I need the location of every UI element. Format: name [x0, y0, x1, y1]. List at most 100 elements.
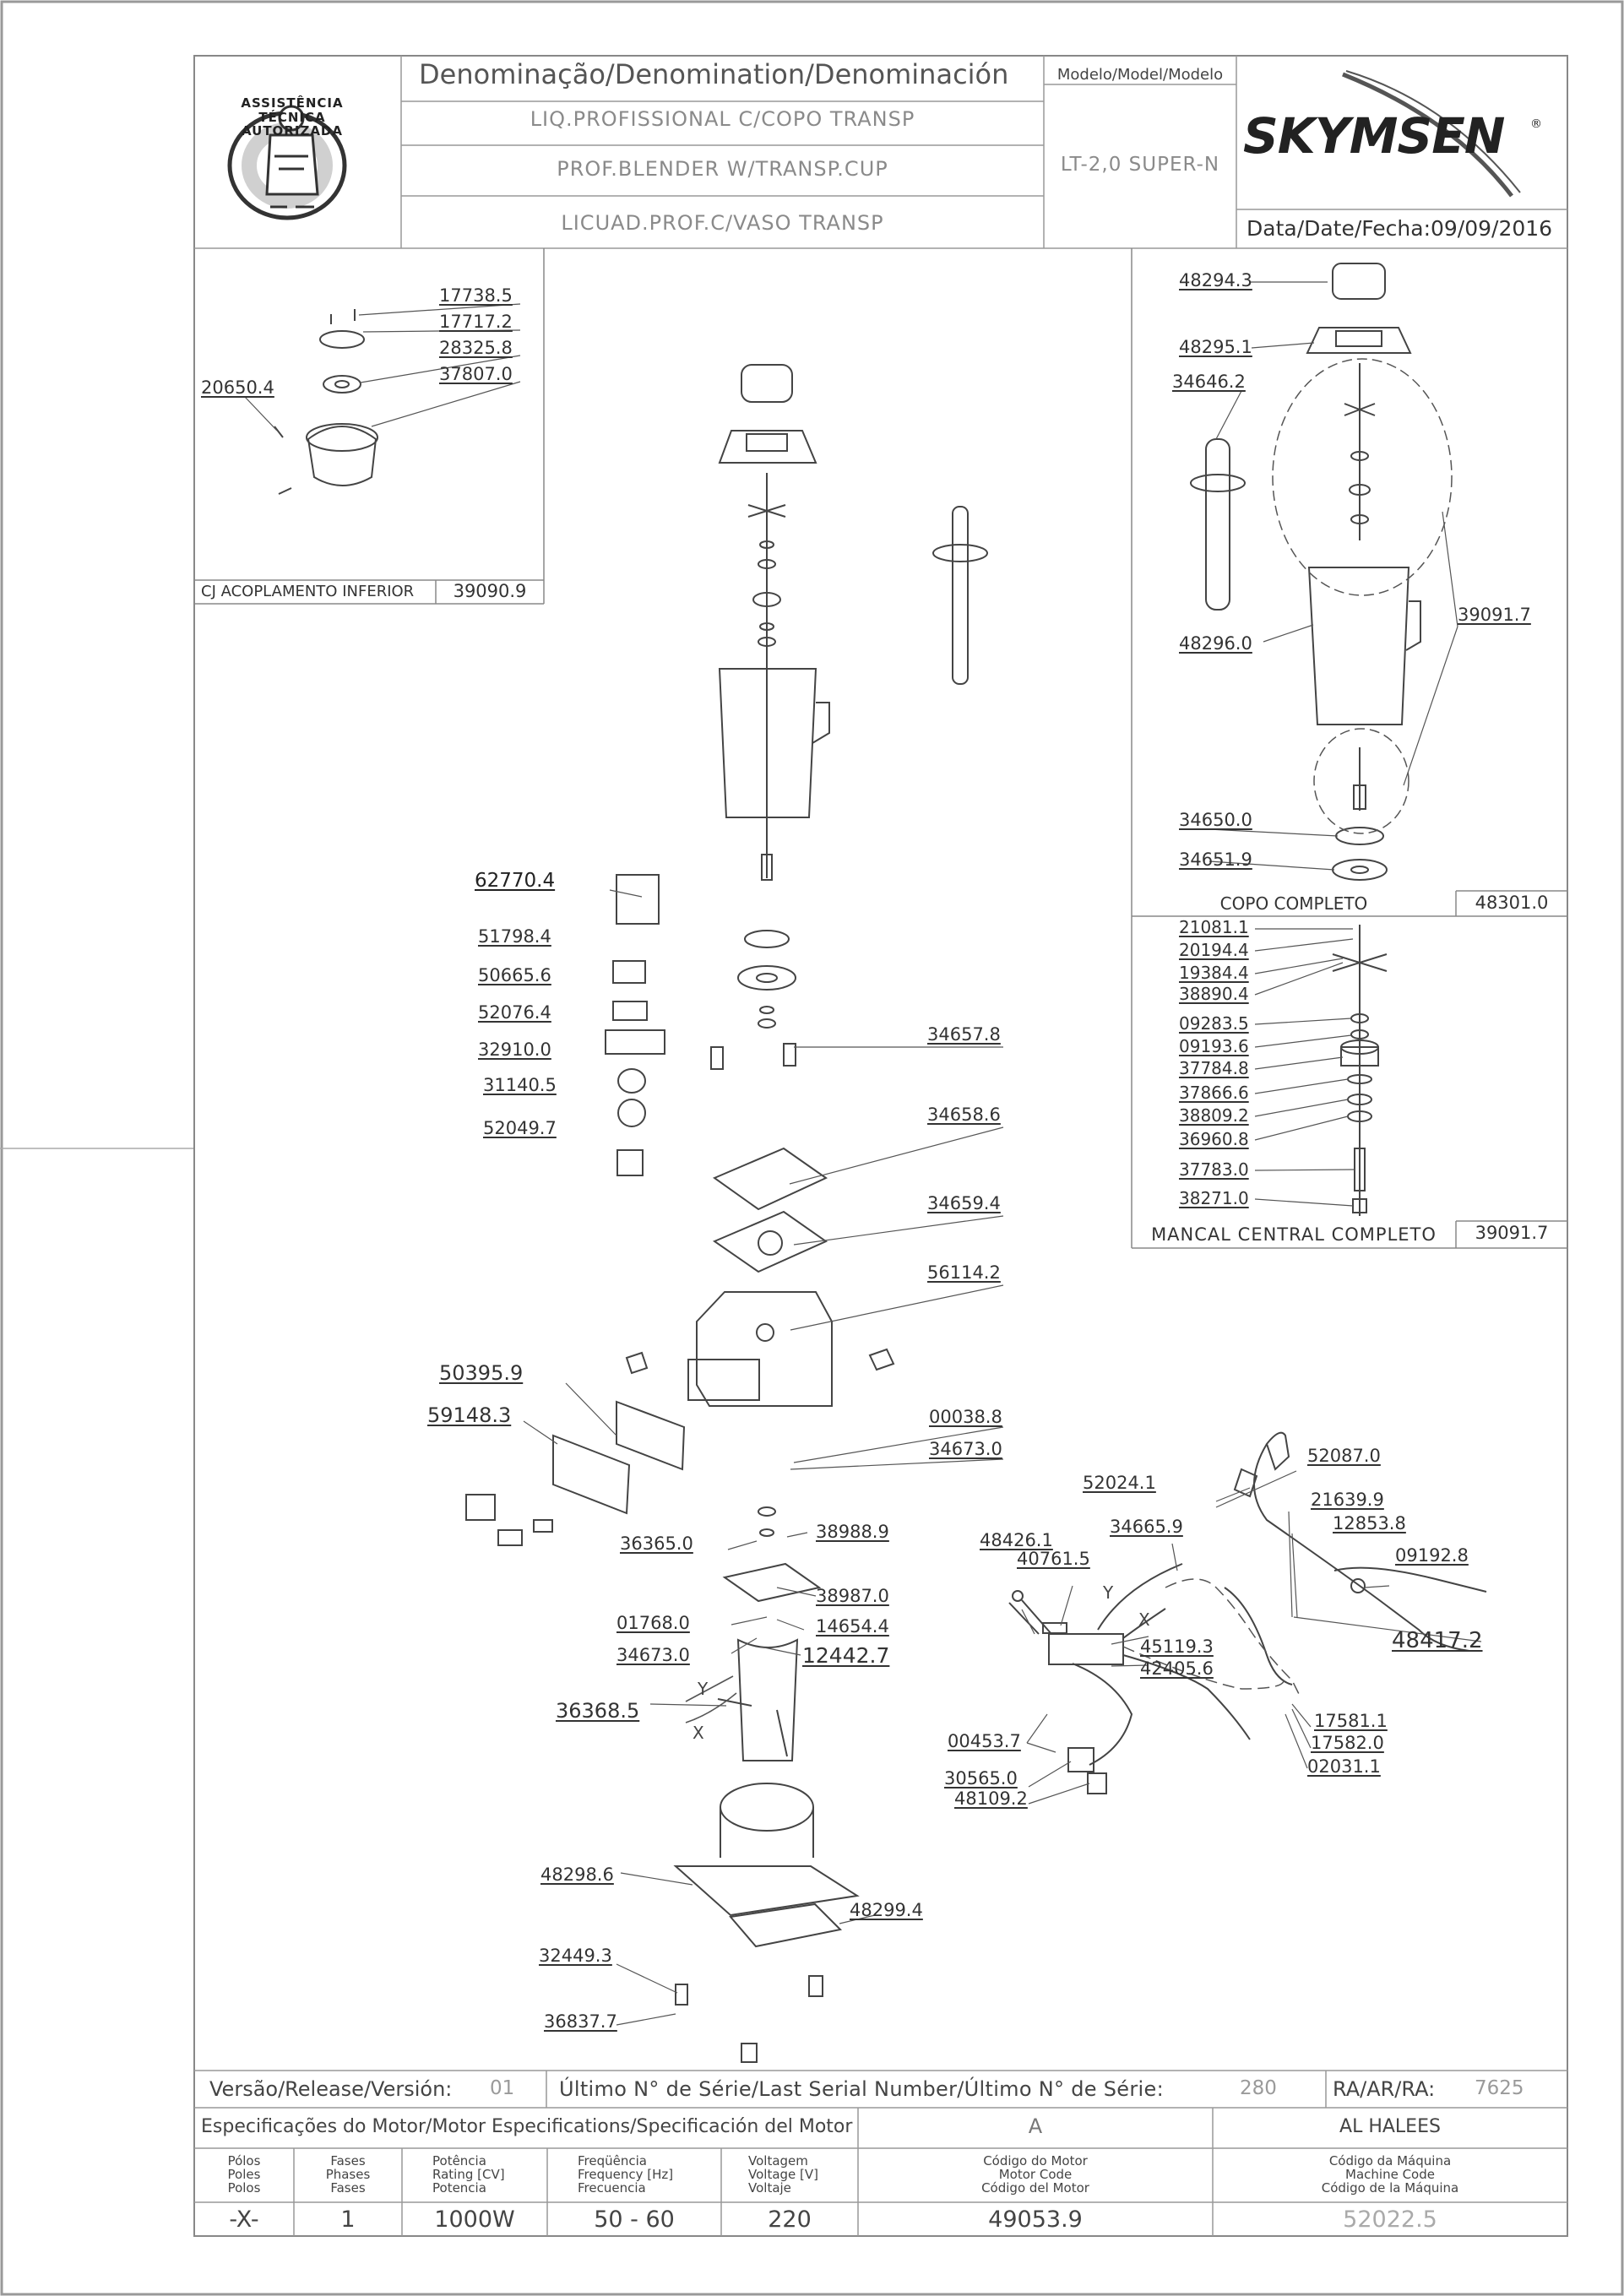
inset-code: 39091.7 [1475, 1223, 1549, 1243]
inset-title: COPO COMPLETO [1219, 893, 1368, 914]
ra-label: RA/AR/RA: [1333, 2077, 1436, 2101]
part-label: 50665.6 [478, 965, 551, 985]
serial-label: Último N° de Série/Last Serial Number/Úl… [559, 2077, 1164, 2101]
motor-spec-label: Especificações do Motor/Motor Especifica… [201, 2116, 853, 2137]
part-label: 02031.1 [1307, 1756, 1381, 1777]
part-label: 17582.0 [1311, 1733, 1384, 1753]
description-pt: LIQ.PROFISSIONAL C/COPO TRANSP [530, 107, 915, 131]
part-label: 00038.8 [929, 1407, 1002, 1427]
part-label: 17717.2 [439, 312, 513, 332]
part-label: 59148.3 [427, 1403, 512, 1427]
part-label: 34657.8 [927, 1024, 1001, 1045]
part-label: 01768.0 [616, 1613, 690, 1633]
part-label: 42405.6 [1140, 1658, 1214, 1679]
part-label: 37807.0 [439, 364, 513, 384]
part-label: 52087.0 [1307, 1446, 1381, 1466]
part-label: 30565.0 [944, 1768, 1018, 1788]
part-label: 56114.2 [927, 1262, 1001, 1283]
part-label: 48294.3 [1179, 270, 1252, 290]
wire-marker-x: X [1138, 1609, 1150, 1630]
part-label: 39091.7 [1458, 605, 1531, 625]
part-label: 62770.4 [475, 870, 556, 892]
frequency-value: 50 - 60 [594, 2206, 675, 2233]
part-label: 34673.0 [616, 1645, 690, 1665]
part-label: 48417.2 [1392, 1628, 1483, 1653]
denomination-label: Denominação/Denomination/Denominación [419, 58, 1009, 90]
part-label: 40761.5 [1017, 1549, 1090, 1569]
wire-marker-x: X [693, 1723, 704, 1743]
phases-value: 1 [340, 2206, 356, 2233]
part-label: 36960.8 [1179, 1129, 1249, 1149]
motor-code-value: 49053.9 [988, 2206, 1083, 2233]
part-label: 14654.4 [816, 1616, 889, 1637]
part-label: 19384.4 [1179, 963, 1249, 983]
poles-value: -X- [229, 2206, 259, 2233]
serial-value: 280 [1240, 2077, 1277, 2099]
description-es: LICUAD.PROF.C/VASO TRANSP [561, 211, 884, 235]
seal-emblem [227, 105, 347, 220]
part-label: 34646.2 [1172, 372, 1246, 392]
part-label: 20194.4 [1179, 940, 1249, 960]
part-label: 31140.5 [483, 1075, 557, 1095]
part-label: 52049.7 [483, 1118, 557, 1138]
part-label: 09193.6 [1179, 1036, 1249, 1056]
wire-marker-y: Y [698, 1679, 709, 1699]
wiring-dashed [1122, 1578, 1301, 1698]
part-label: 34665.9 [1110, 1517, 1183, 1537]
part-label: 48299.4 [850, 1900, 923, 1920]
version-label: Versão/Release/Versión: [209, 2077, 453, 2101]
part-label: 09283.5 [1179, 1013, 1249, 1034]
part-label: 17581.1 [1314, 1711, 1388, 1731]
part-label: 34673.0 [929, 1439, 1002, 1459]
date-label: Data/Date/Fecha: [1247, 216, 1431, 241]
part-label: 48295.1 [1179, 337, 1252, 357]
part-label: 32449.3 [539, 1946, 612, 1966]
bearing-parts [1332, 925, 1388, 1216]
brand-swoosh [1342, 70, 1521, 198]
power-value: 1000W [434, 2206, 515, 2233]
wire-marker-y: Y [1103, 1582, 1114, 1603]
description-en: PROF.BLENDER W/TRANSP.CUP [557, 157, 888, 181]
part-label: 38271.0 [1179, 1188, 1249, 1208]
part-label: 09192.8 [1395, 1545, 1469, 1566]
ra-value: 7625 [1475, 2077, 1524, 2099]
wiring-harness [1008, 1431, 1487, 1794]
part-label: 34651.9 [1179, 849, 1252, 870]
part-label: 38890.4 [1179, 984, 1249, 1004]
part-label: 38988.9 [816, 1522, 889, 1542]
part-label: 48109.2 [954, 1788, 1028, 1809]
model-value: LT-2,0 SUPER-N [1060, 154, 1220, 176]
part-label: 52076.4 [478, 1002, 551, 1023]
part-label: 00453.7 [948, 1731, 1021, 1751]
part-label: 20650.4 [201, 377, 274, 398]
part-label: 12853.8 [1333, 1513, 1406, 1533]
machine-code-value: 52022.5 [1343, 2206, 1437, 2233]
part-label: 36368.5 [556, 1699, 640, 1723]
part-label: 32910.0 [478, 1039, 551, 1060]
part-label: 21639.9 [1311, 1490, 1384, 1510]
cup-parts [1190, 263, 1421, 881]
part-label: 50395.9 [439, 1361, 524, 1385]
part-label: 38809.2 [1179, 1105, 1249, 1126]
part-label: 12442.7 [802, 1643, 890, 1668]
part-label: 45119.3 [1140, 1637, 1214, 1657]
part-label: 37866.6 [1179, 1083, 1249, 1103]
motor-spec-value: A [1028, 2114, 1043, 2138]
date-value: 09/09/2016 [1431, 216, 1553, 241]
part-label: 52024.1 [1083, 1473, 1156, 1493]
registered-mark: ® [1530, 117, 1542, 131]
inset-title: MANCAL CENTRAL COMPLETO [1151, 1224, 1437, 1245]
version-value: 01 [490, 2077, 515, 2099]
voltage-value: 220 [768, 2206, 812, 2233]
part-label: 17738.5 [439, 285, 513, 306]
wire-y-main [685, 1675, 737, 1723]
inset-title: CJ ACOPLAMENTO INFERIOR [201, 583, 415, 600]
lower-coupling-parts [274, 309, 378, 495]
